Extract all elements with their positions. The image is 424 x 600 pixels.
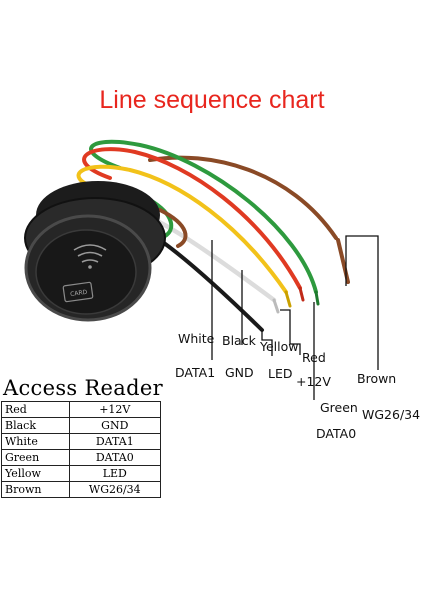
- table-row: White DATA1: [1, 433, 162, 450]
- table-cell-signal: GND: [68, 417, 162, 434]
- table-row: Brown WG26/34: [1, 481, 162, 498]
- table-cell-color: Yellow: [1, 465, 70, 482]
- card-icon: [62, 281, 94, 303]
- yellow-leader: [261, 330, 273, 356]
- red-color-label: Red: [302, 350, 326, 365]
- reader-face: [35, 229, 137, 315]
- white-wire-end: [272, 298, 280, 314]
- table-cell-color: White: [1, 433, 70, 450]
- red-wire-end: [298, 286, 305, 302]
- table-row: Black GND: [1, 417, 162, 434]
- table-cell-signal: WG26/34: [68, 481, 162, 498]
- table-heading: Access Reader: [3, 376, 163, 400]
- table-row: Yellow LED: [1, 465, 162, 482]
- black-color-label: Black: [222, 333, 256, 348]
- table-cell-signal: LED: [68, 465, 162, 482]
- red-wire: [82, 147, 302, 290]
- table-cell-color: Brown: [1, 481, 70, 498]
- table-row: Red +12V: [1, 401, 162, 418]
- card-icon-label: CARD: [70, 289, 88, 298]
- table-cell-color: Black: [1, 417, 70, 434]
- green-wire-end: [314, 290, 320, 306]
- yellow-signal-label: LED: [268, 366, 293, 381]
- yellow-wire-end: [284, 290, 292, 308]
- green-color-label: Green: [320, 400, 358, 415]
- table-row: Green DATA0: [1, 449, 162, 466]
- page-title: Line sequence chart: [99, 86, 325, 114]
- brown-color-label: Brown: [357, 371, 397, 386]
- white-signal-label: DATA1: [175, 365, 216, 380]
- green-signal-label: DATA0: [316, 426, 357, 441]
- yellow-wire: [76, 164, 288, 294]
- table-cell-signal: DATA0: [68, 449, 162, 466]
- leader-lines: [211, 235, 379, 400]
- wire-ends: [272, 286, 320, 314]
- black-signal-label: GND: [225, 365, 254, 380]
- card-reader: CARD: [24, 181, 166, 322]
- brown-signal-label: WG26/34: [362, 407, 421, 422]
- white-color-label: White: [178, 331, 215, 346]
- table-cell-signal: DATA1: [68, 433, 162, 450]
- red-leader: [280, 309, 301, 355]
- brown-leader: [345, 235, 379, 370]
- brown-wire-loop: [158, 208, 188, 248]
- rfid-wave-icon: [73, 244, 107, 269]
- table-cell-color: Green: [1, 449, 70, 466]
- wire-table: Red +12V Black GND White DATA1 Green DAT…: [1, 401, 162, 498]
- red-signal-label: +12V: [296, 374, 331, 389]
- table-cell-color: Red: [1, 401, 70, 418]
- table-cell-signal: +12V: [68, 401, 162, 418]
- yellow-color-label: Yellow: [260, 339, 299, 354]
